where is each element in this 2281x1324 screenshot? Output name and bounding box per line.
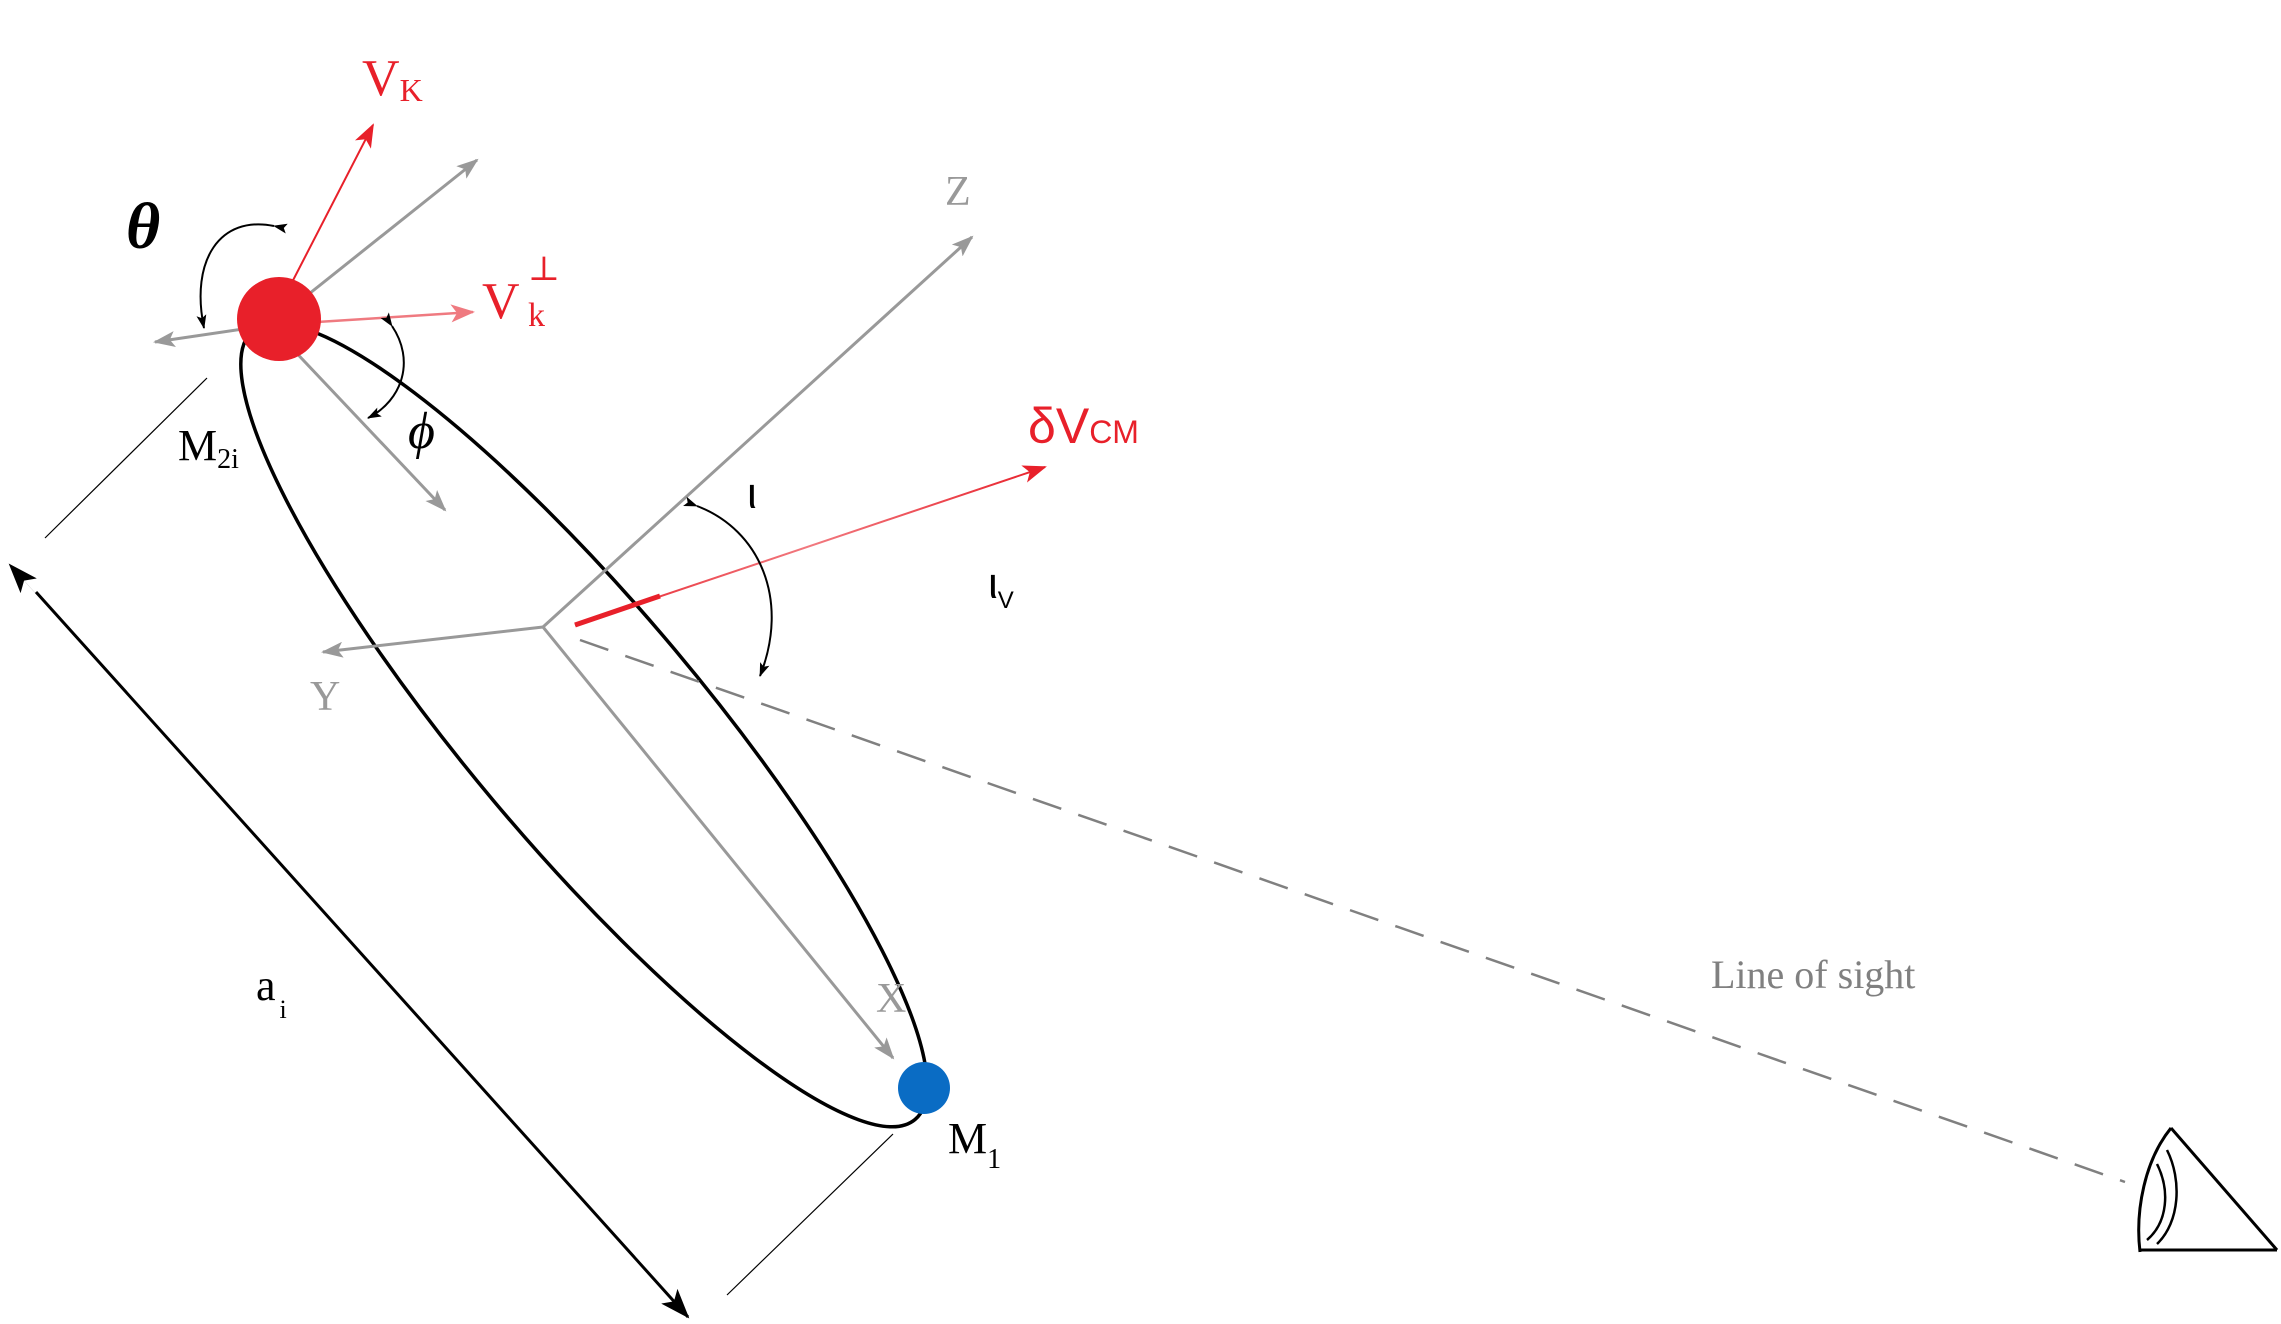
- delta-v-cm-label: δVCM: [1028, 398, 1139, 454]
- iota-v-label: ιV: [988, 559, 1014, 614]
- axis-y-line: [321, 625, 544, 658]
- line-of-sight: [579, 638, 2126, 1184]
- theta-label: θ: [126, 190, 160, 263]
- line-of-sight-label: Line of sight: [1711, 952, 1915, 997]
- phi-arc: [367, 312, 405, 419]
- semi-major-axis-arrow: [34, 590, 690, 1319]
- v-kick-label: VK: [362, 50, 423, 108]
- v-kick-perp-sub: k: [528, 297, 545, 334]
- theta-arc: [196, 223, 288, 329]
- phi-label: ϕ: [408, 403, 435, 460]
- iota-label: ι: [747, 469, 757, 518]
- coordinate-axes: [321, 235, 974, 1060]
- axis-x-line: [541, 626, 895, 1060]
- v-kick-perp-label: V: [482, 273, 520, 330]
- axis-z-line: [541, 235, 974, 629]
- axis-y-label: Y: [310, 674, 340, 720]
- delta-v-cm-vector: [574, 465, 1047, 628]
- axis-z-label: Z: [945, 169, 971, 215]
- m1-star: [898, 1062, 950, 1114]
- eye-icon: [2137, 1127, 2279, 1253]
- semi-major-axis-dimension: [8, 377, 894, 1319]
- m2-star: [237, 277, 321, 361]
- inclination-arc: [683, 496, 773, 677]
- v-kick-perp-sup: ⊥: [528, 251, 560, 288]
- m2-label: M2i: [178, 421, 239, 475]
- orbit-ellipse: [239, 321, 929, 1129]
- m1-label: M1: [948, 1114, 1001, 1175]
- axis-x-label: X: [876, 976, 906, 1022]
